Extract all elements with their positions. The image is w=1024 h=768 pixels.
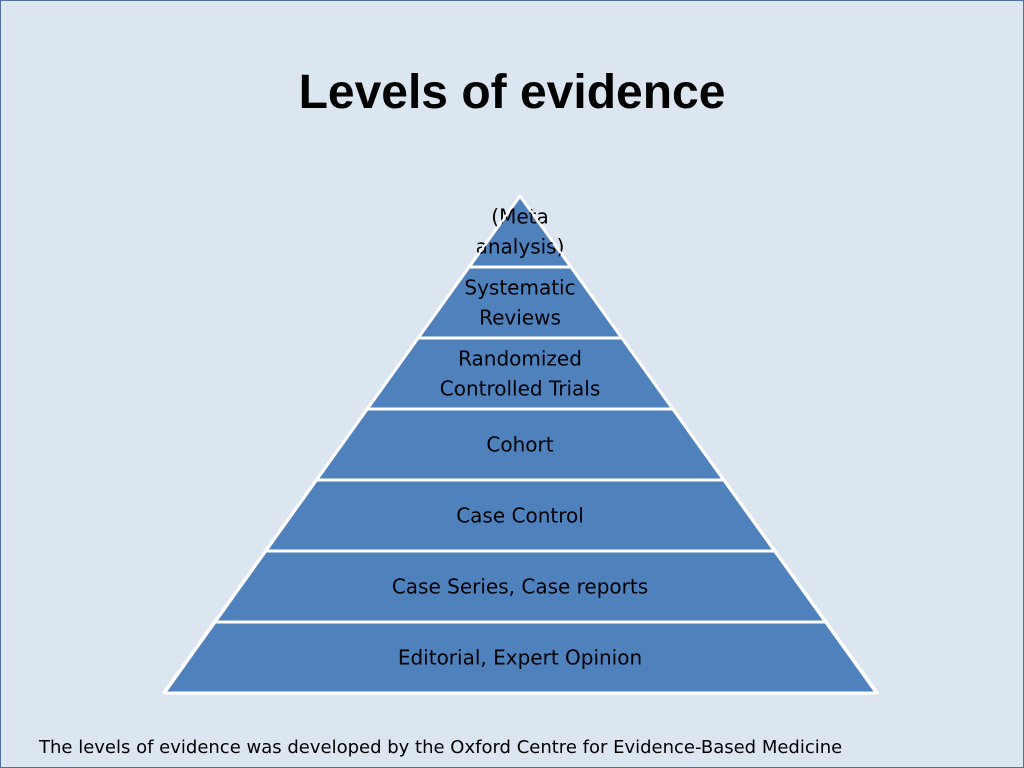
- pyramid-outline: [164, 195, 879, 694]
- pyramid-tier-5-label: Case Control: [456, 504, 584, 528]
- pyramid-tier-3-label: Randomized: [458, 347, 582, 371]
- pyramid-tier-6-label: Case Series, Case reports: [392, 575, 648, 599]
- pyramid-tier-7-label: Editorial, Expert Opinion: [398, 646, 642, 670]
- pyramid-tier-3-label: Controlled Trials: [440, 377, 601, 401]
- pyramid-tier-2-label: Systematic: [464, 276, 575, 300]
- slide-title: Levels of evidence: [298, 66, 726, 119]
- pyramid-tier-2-label: Reviews: [479, 306, 561, 330]
- pyramid-tier-4-label: Cohort: [486, 433, 553, 457]
- footer-note: The levels of evidence was developed by …: [39, 737, 843, 758]
